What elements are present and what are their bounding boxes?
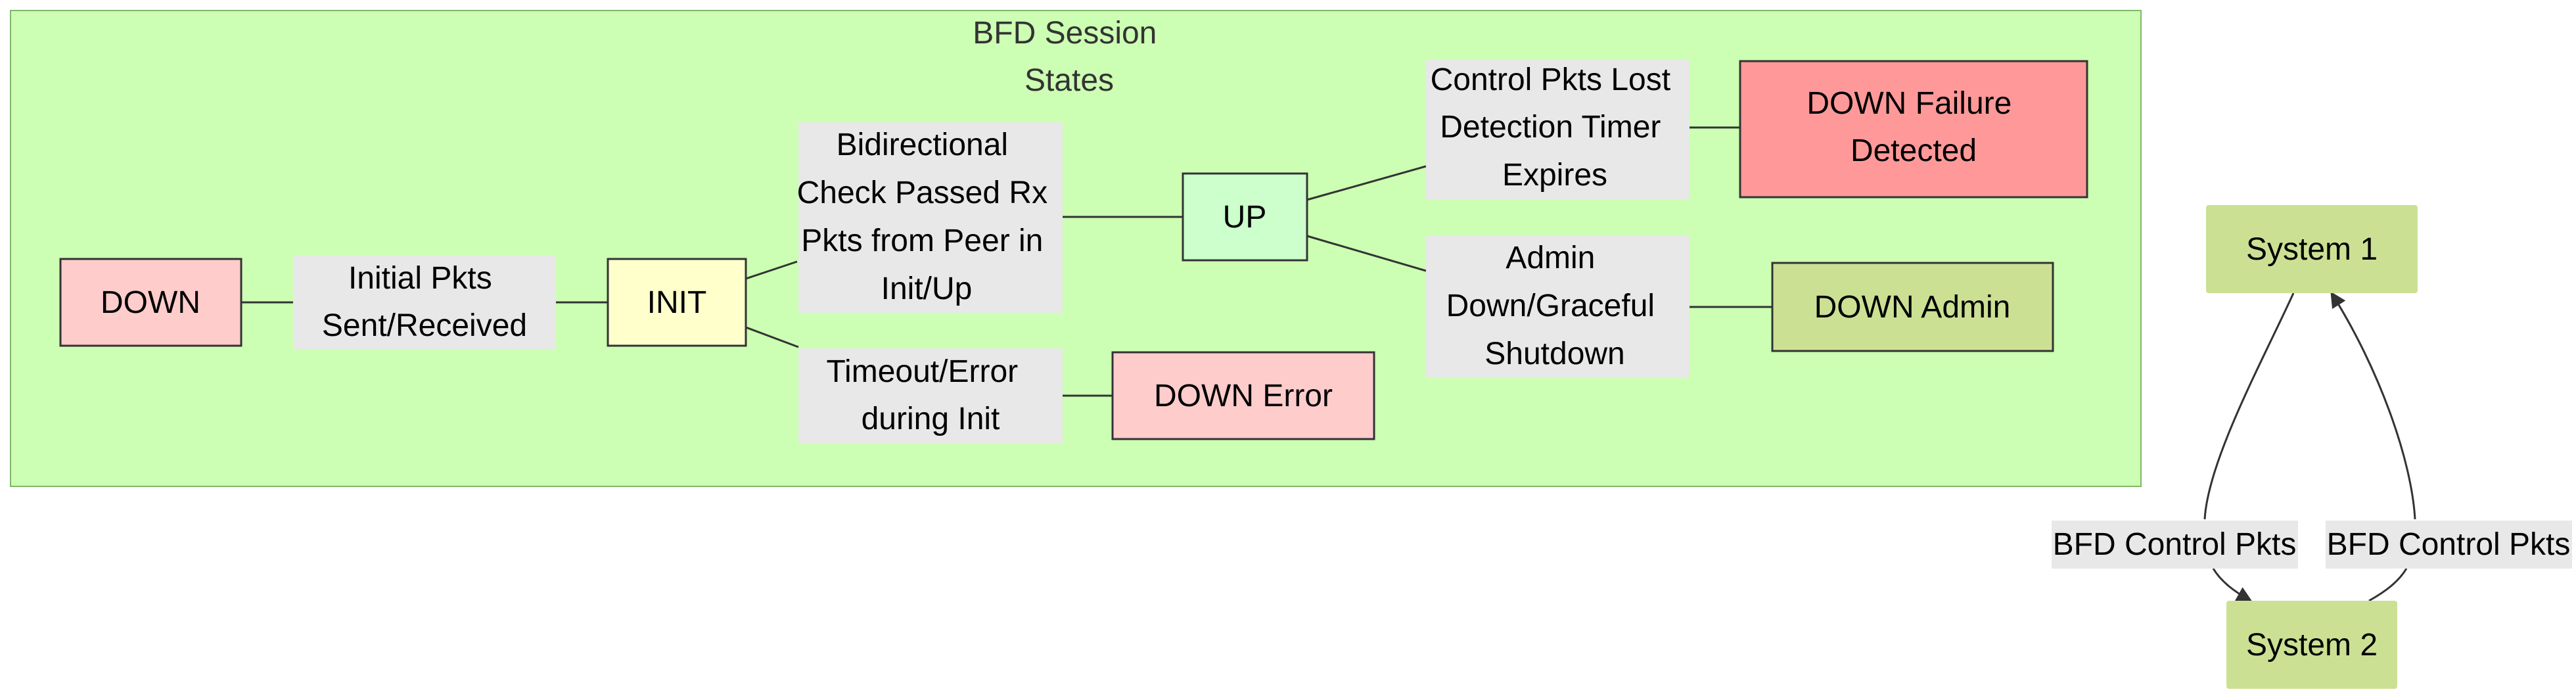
state-up-label: UP <box>1223 200 1267 235</box>
transition-control-pkts-lost: Control Pkts Lost Detection Timer Expire… <box>1426 59 1690 199</box>
link-label-to-system-1-text: BFD Control Pkts <box>2327 527 2571 562</box>
system-2: System 2 <box>2226 601 2397 689</box>
state-down-admin: DOWN Admin <box>1771 262 2054 352</box>
state-down-failure-detected: DOWN Failure Detected <box>1739 60 2088 198</box>
cluster-title: BFD Session States <box>973 16 1165 98</box>
system-2-label: System 2 <box>2246 628 2378 663</box>
state-down-failure-label: DOWN Failure Detected <box>1806 86 2020 168</box>
state-init-label: INIT <box>647 285 707 320</box>
transition-timeout-error: Timeout/Error during Init <box>798 348 1063 444</box>
system-1: System 1 <box>2206 205 2418 293</box>
state-up: UP <box>1182 172 1308 262</box>
edges <box>241 126 2416 602</box>
state-down-admin-label: DOWN Admin <box>1814 290 2011 325</box>
link-label-to-system-2: BFD Control Pkts <box>2052 521 2298 569</box>
system-1-label: System 1 <box>2246 232 2378 267</box>
transition-admin-down-label: Admin Down/Graceful Shutdown <box>1446 241 1664 371</box>
transition-initial-pkts-label: Initial Pkts Sent/Received <box>322 261 527 343</box>
state-down: DOWN <box>59 258 242 347</box>
transition-timeout-label: Timeout/Error during Init <box>827 354 1027 436</box>
transition-admin-down: Admin Down/Graceful Shutdown <box>1426 235 1690 378</box>
transition-control-lost-label: Control Pkts Lost Detection Timer Expire… <box>1431 62 1680 193</box>
transition-bidirectional-label: Bidirectional Check Passed Rx Pkts from … <box>797 128 1057 306</box>
state-down-label: DOWN <box>101 285 200 320</box>
state-init: INIT <box>607 258 747 347</box>
state-down-error: DOWN Error <box>1111 351 1375 440</box>
transition-initial-pkts: Initial Pkts Sent/Received <box>293 256 556 349</box>
state-down-error-label: DOWN Error <box>1154 379 1333 413</box>
link-label-to-system-2-text: BFD Control Pkts <box>2053 527 2297 562</box>
transition-bidirectional-check: Bidirectional Check Passed Rx Pkts from … <box>797 122 1063 313</box>
link-label-to-system-1: BFD Control Pkts <box>2326 521 2572 569</box>
